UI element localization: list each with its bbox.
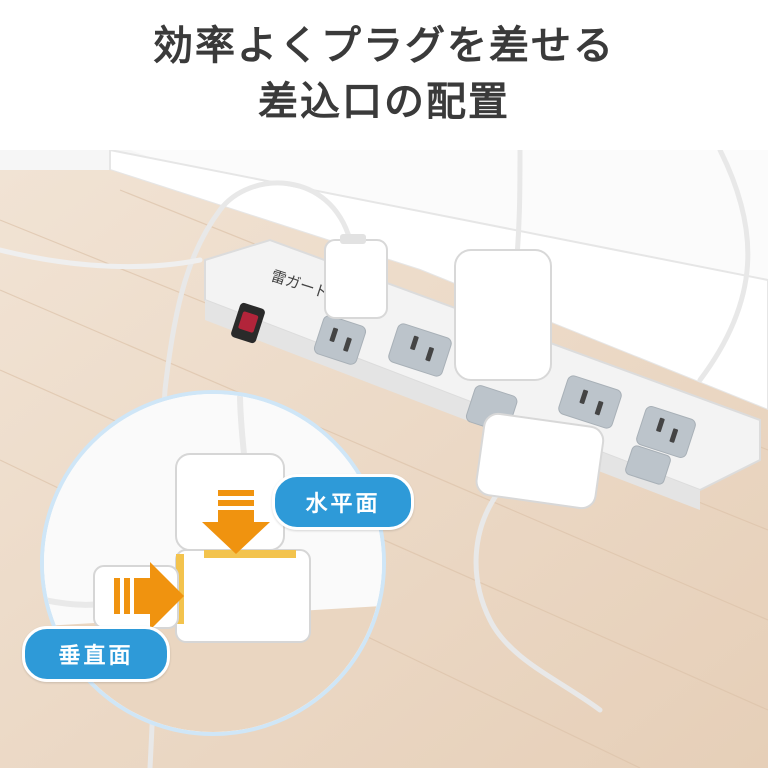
power-switch: [238, 311, 259, 333]
charger-cable-front: [473, 487, 603, 713]
headline-line-1: 効率よくプラグを差せる: [153, 23, 615, 69]
horizontal-surface-callout: 水平面: [272, 474, 414, 530]
closeup-inset: [40, 390, 386, 736]
vertical-surface-callout: 垂直面: [22, 626, 170, 682]
headline: 効率よくプラグを差せる 差込口の配置: [0, 18, 768, 130]
charger-small: [324, 239, 388, 319]
headline-line-2: 差込口の配置: [258, 79, 510, 125]
charger-large: [454, 249, 552, 381]
horizontal-surface-label: 水平面: [305, 492, 381, 517]
arrow-down-icon: [202, 490, 270, 554]
arrow-right-icon: [114, 562, 184, 630]
charger-front: [475, 412, 605, 510]
vertical-surface-label: 垂直面: [58, 644, 134, 669]
inset-strip-end: [175, 549, 311, 643]
